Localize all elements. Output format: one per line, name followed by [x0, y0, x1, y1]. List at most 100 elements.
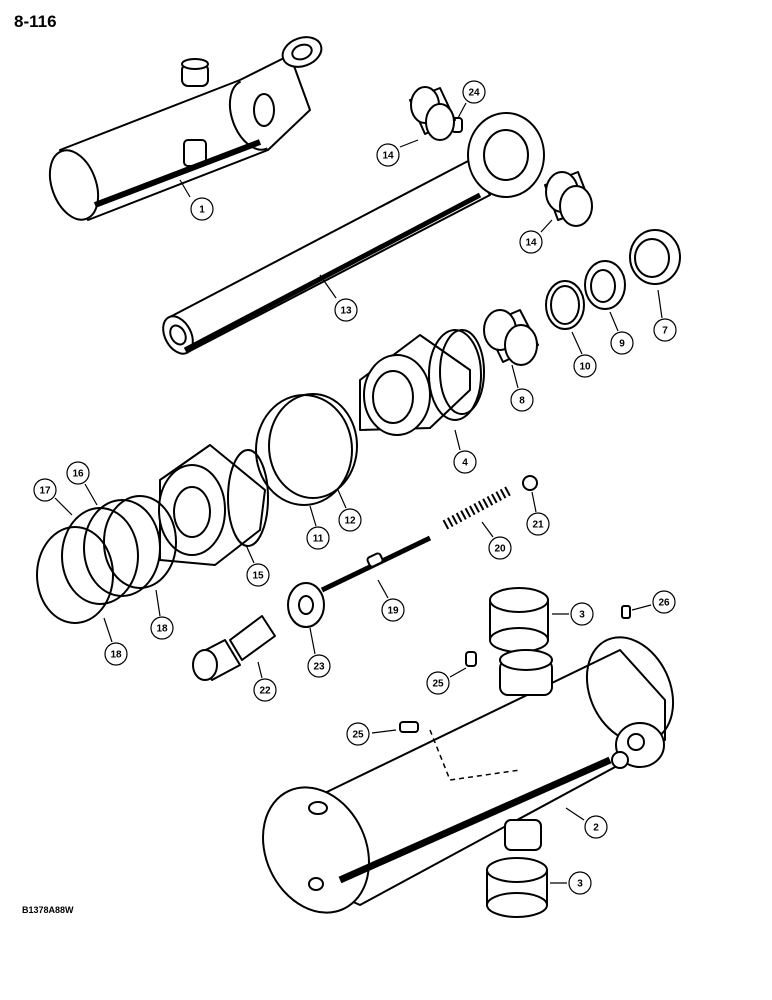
callout-number: 17: [39, 486, 51, 497]
small-cylinder-assembly: [48, 36, 323, 221]
drawing-code: B1378A88W: [22, 905, 74, 915]
callout-circle: [610, 331, 634, 355]
rod-seal: [584, 260, 626, 310]
callout-12: 12: [337, 489, 362, 532]
callout-number: 1: [199, 205, 205, 216]
leader-line: [511, 364, 519, 389]
washer: [287, 582, 325, 628]
callout-circle: [376, 143, 400, 167]
callout-8: 8: [510, 364, 534, 412]
callout-circle: [338, 508, 362, 532]
leader-line: [309, 505, 317, 527]
callout-26: 26: [631, 590, 676, 614]
callout-number: 18: [156, 624, 168, 635]
callout-3: 3: [550, 871, 592, 895]
callout-number: 21: [532, 520, 544, 531]
callout-number: 3: [577, 879, 583, 890]
callout-18: 18: [150, 589, 174, 640]
callout-circle: [568, 871, 592, 895]
callout-circle: [653, 318, 677, 342]
callout-number: 24: [468, 88, 480, 99]
check-ball: [522, 475, 538, 491]
callout-number: 22: [259, 686, 271, 697]
grease-fitting-lower: [399, 721, 419, 733]
callout-number: 4: [462, 458, 468, 469]
leader-line: [155, 589, 161, 617]
callout-number: 18: [110, 650, 122, 661]
leader-line: [371, 729, 397, 734]
rod-eye-bushing-lower: [544, 171, 593, 227]
callout-circle: [66, 461, 90, 485]
leader-line: [454, 429, 461, 451]
callout-circle: [253, 678, 277, 702]
callout-number: 16: [72, 469, 84, 480]
leader-line: [245, 544, 255, 564]
leader-line: [54, 497, 73, 516]
leader-line: [540, 219, 553, 233]
callout-number: 10: [579, 362, 591, 373]
leader-line: [179, 179, 191, 198]
callout-23: 23: [307, 627, 331, 678]
wiper-seal: [629, 229, 681, 285]
pivot-bushing-lower: [486, 857, 548, 918]
callout-circle: [246, 563, 270, 587]
callout-circle: [584, 815, 608, 839]
page-number: 8-116: [14, 12, 57, 31]
callout-circle: [426, 671, 450, 695]
callout-21: 21: [526, 491, 550, 536]
rod-eye-bushing-upper: [409, 86, 456, 141]
o-ring: [255, 393, 358, 506]
backup-ring: [545, 280, 585, 330]
leader-line: [257, 661, 263, 679]
callout-number: 25: [352, 730, 364, 741]
callout-number: 14: [525, 238, 537, 249]
set-screw: [621, 605, 631, 619]
callout-circle: [346, 722, 370, 746]
callout-number: 14: [382, 151, 394, 162]
leader-line: [84, 483, 98, 506]
callout-number: 12: [344, 516, 356, 527]
callout-10: 10: [571, 331, 597, 378]
callout-18: 18: [103, 617, 128, 666]
callout-11: 11: [306, 505, 330, 550]
callout-2: 2: [565, 807, 608, 839]
pivot-bushing-upper: [489, 587, 549, 653]
callout-17: 17: [33, 478, 73, 516]
callout-circle: [488, 536, 512, 560]
callout-circle: [570, 602, 594, 626]
callout-13: 13: [319, 274, 358, 322]
leader-line: [337, 489, 347, 509]
callout-circle: [190, 197, 214, 221]
callout-9: 9: [609, 311, 634, 355]
callout-number: 8: [519, 396, 525, 407]
callout-number: 23: [313, 662, 325, 673]
grease-fitting-upper: [465, 651, 477, 667]
callout-circle: [453, 450, 477, 474]
check-valve-spring: [442, 485, 513, 530]
piston-nut: [192, 615, 276, 681]
leader-line: [609, 311, 619, 332]
callout-circle: [33, 478, 57, 502]
callout-number: 15: [252, 571, 264, 582]
callout-circle: [306, 526, 330, 550]
callout-circle: [462, 80, 486, 104]
callout-number: 3: [579, 610, 585, 621]
callout-number: 11: [313, 534, 324, 545]
callout-circle: [526, 512, 550, 536]
callout-circle: [381, 598, 405, 622]
callout-14: 14: [519, 219, 553, 254]
leader-line: [571, 331, 583, 355]
leader-line: [399, 139, 419, 148]
callout-number: 25: [432, 679, 444, 690]
leader-line: [449, 667, 467, 678]
callout-number: 26: [658, 598, 670, 609]
callout-25: 25: [426, 667, 467, 695]
leader-line: [457, 102, 467, 119]
callout-number: 9: [619, 339, 625, 350]
callout-16: 16: [66, 461, 98, 506]
callout-circle: [573, 354, 597, 378]
callout-number: 2: [593, 823, 599, 834]
leader-line: [631, 604, 652, 611]
